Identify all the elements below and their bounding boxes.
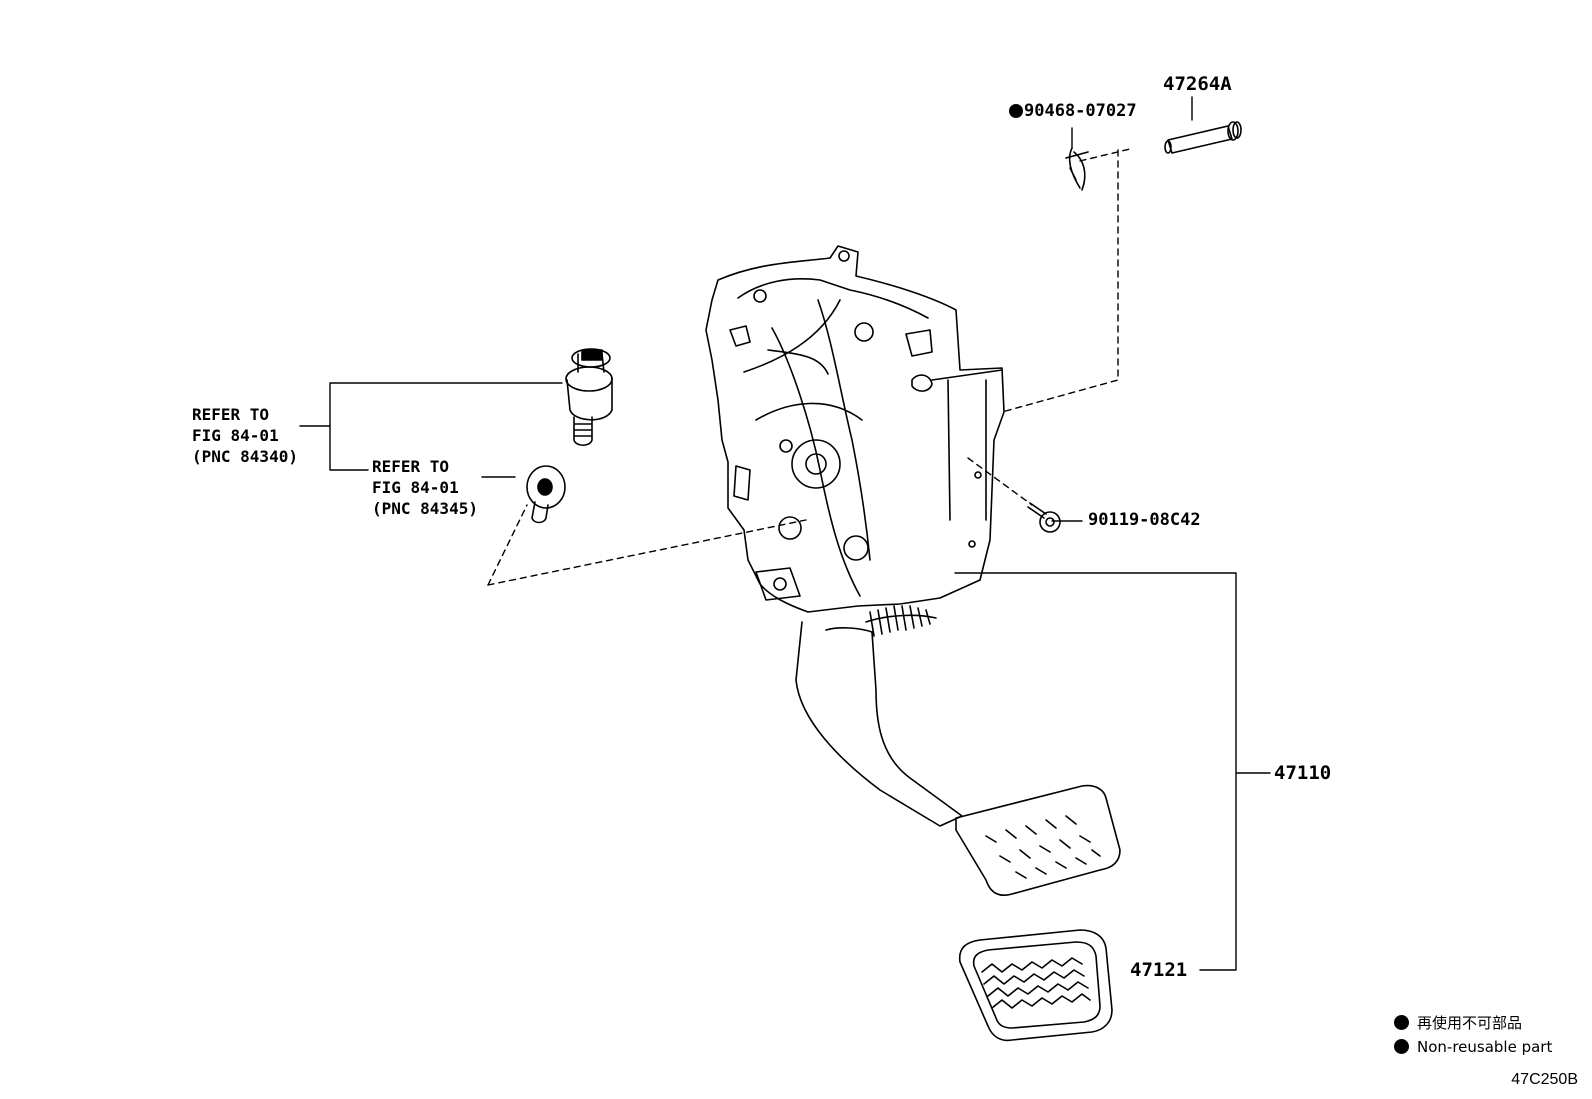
ref-switch: REFER TO FIG 84-01 (PNC 84340) bbox=[192, 404, 298, 467]
clip-part-number: 90468-07027 bbox=[1024, 101, 1137, 121]
ref-switch-line3: (PNC 84340) bbox=[192, 447, 298, 466]
ref-cushion-line3: (PNC 84345) bbox=[372, 499, 478, 518]
stopper-cushion bbox=[527, 466, 565, 523]
ref-cushion-line2: FIG 84-01 bbox=[372, 478, 459, 497]
label-pin-47264A: 47264A bbox=[1163, 73, 1232, 95]
legend-en: Non-reusable part bbox=[1394, 1038, 1552, 1056]
label-clip-90468-07027: 90468-07027 bbox=[1009, 103, 1137, 120]
return-spring bbox=[866, 606, 936, 636]
ref-cushion: REFER TO FIG 84-01 (PNC 84345) bbox=[372, 456, 478, 519]
leader-lines bbox=[300, 97, 1270, 970]
pedal-support-bracket bbox=[706, 246, 1004, 612]
non-reusable-dot-icon bbox=[1394, 1015, 1409, 1030]
legend-jp-text: 再使用不可部品 bbox=[1417, 1014, 1523, 1032]
ref-switch-line1: REFER TO bbox=[192, 405, 270, 424]
ref-switch-line2: FIG 84-01 bbox=[192, 426, 279, 445]
pedal-arm bbox=[796, 622, 962, 826]
label-pedal-assy-47110: 47110 bbox=[1274, 762, 1332, 784]
legend-jp: 再使用不可部品 bbox=[1394, 1012, 1522, 1033]
pin-47264A bbox=[1165, 122, 1241, 153]
non-reusable-dot-icon bbox=[1009, 104, 1023, 118]
pedal-pad-on-arm bbox=[956, 786, 1120, 896]
legend-en-text: Non-reusable part bbox=[1417, 1038, 1553, 1056]
label-pedal-pad-47121: 47121 bbox=[1130, 959, 1188, 981]
stop-lamp-switch bbox=[566, 349, 612, 445]
figure-code: 47C250B bbox=[1511, 1071, 1578, 1088]
non-reusable-dot-icon bbox=[1394, 1039, 1409, 1054]
ref-cushion-line1: REFER TO bbox=[372, 457, 450, 476]
bolt-90119-08C42 bbox=[1028, 503, 1060, 532]
clip-90468-07027 bbox=[1066, 148, 1088, 190]
label-bolt-90119-08C42: 90119-08C42 bbox=[1088, 510, 1201, 530]
pedal-pad-47121 bbox=[960, 930, 1112, 1040]
